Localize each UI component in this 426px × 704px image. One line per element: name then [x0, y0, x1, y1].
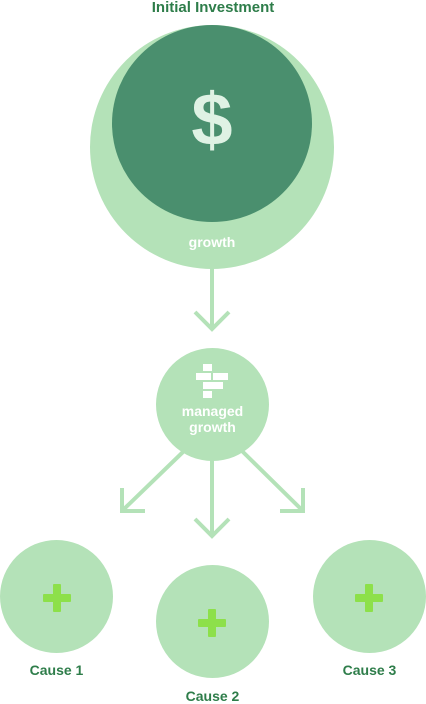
cause-1-label: Cause 1 [29, 662, 84, 678]
arrow-right [240, 449, 303, 511]
arrowhead-left [120, 488, 145, 513]
arrowhead-top [193, 310, 231, 332]
managed-growth-label: managed growth [156, 403, 269, 435]
managed-growth-line2: growth [189, 419, 236, 435]
plus-icon [41, 582, 73, 614]
cause-2-label: Cause 2 [185, 688, 240, 704]
cause-3-label: Cause 3 [342, 662, 397, 678]
blocks-icon [196, 364, 228, 398]
plus-icon [196, 607, 228, 639]
arrowhead-right [280, 488, 305, 513]
arrowhead-middle [193, 517, 231, 539]
plus-icon [353, 582, 385, 614]
dollar-icon: $ [191, 78, 233, 161]
growth-label: growth [188, 234, 236, 250]
title: Initial Investment [151, 0, 275, 16]
managed-growth-line1: managed [181, 403, 244, 419]
managed-growth-circle [156, 348, 269, 461]
investment-inner-circle [112, 25, 312, 222]
arrow-left [122, 449, 186, 511]
